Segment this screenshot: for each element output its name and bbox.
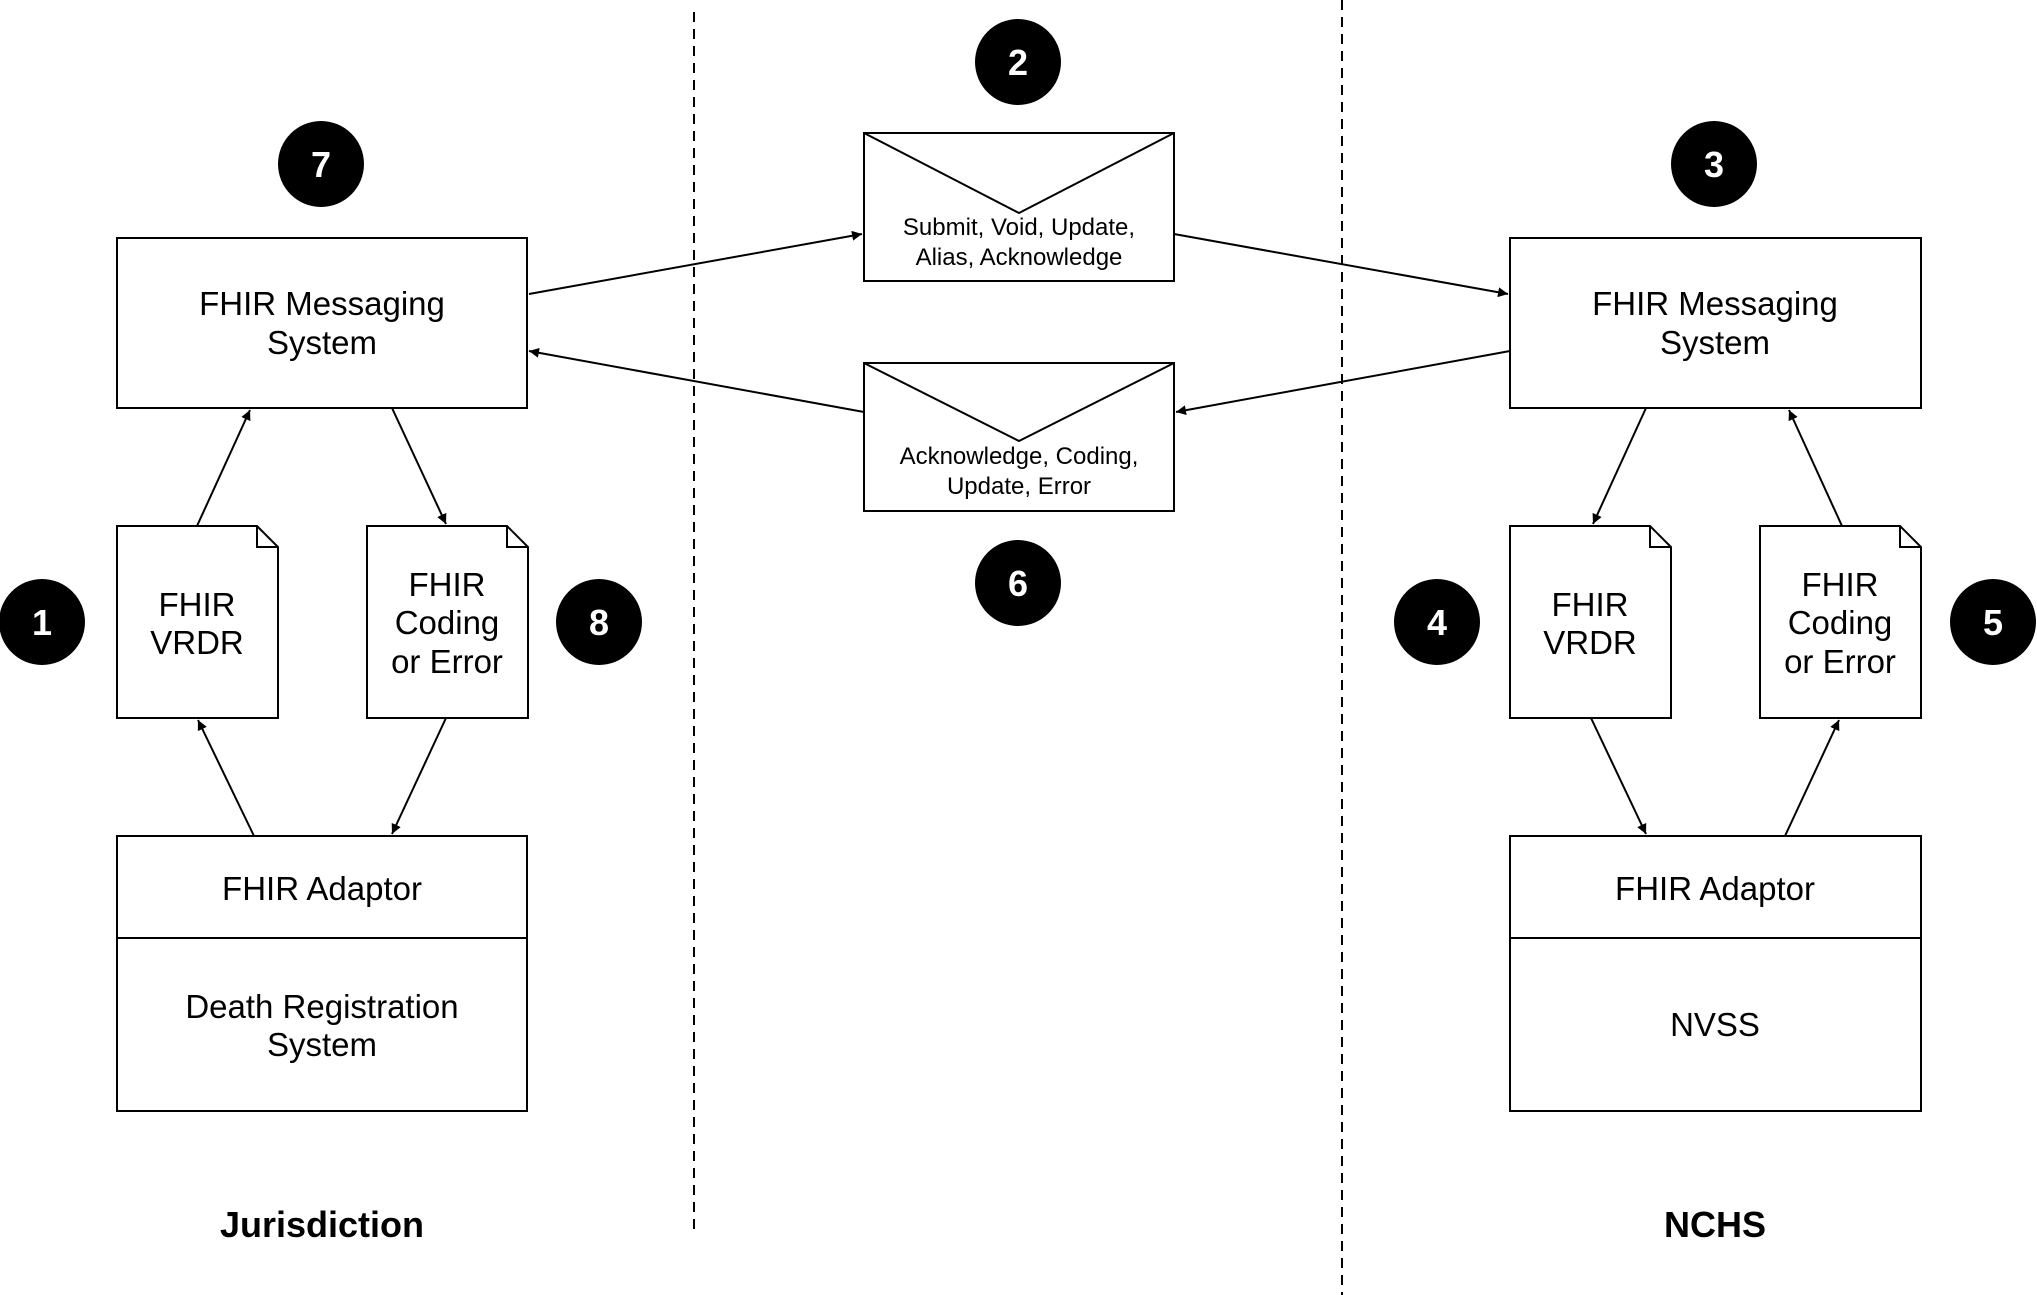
arrow-coding-to-adaptor	[391, 717, 447, 835]
outgoing-message-line2: Alias, Acknowledge	[916, 244, 1123, 271]
jurisdiction-backend-line1: Death Registration	[185, 988, 458, 1025]
jurisdiction-vrdr-document: FHIR VRDR	[116, 525, 279, 719]
arrow-outgoing-to-nchs	[1173, 233, 1509, 298]
jurisdiction-adaptor-stack: FHIR Adaptor Death Registration System	[116, 835, 528, 1112]
step-badge-6: 6	[975, 540, 1061, 626]
svg-text:7: 7	[311, 144, 331, 185]
nchs-coding-line2: Coding	[1788, 604, 1893, 641]
arrow-nchs-to-incoming	[1175, 350, 1511, 416]
nchs-messaging-system: FHIR Messaging System	[1509, 237, 1922, 409]
svg-text:6: 6	[1008, 563, 1028, 604]
jurisdiction-messaging-system: FHIR Messaging System	[116, 237, 528, 409]
step-badge-1: 1	[0, 579, 85, 665]
jurisdiction-messaging-line1: FHIR Messaging	[199, 285, 445, 322]
nchs-label: NCHS	[1664, 1204, 1766, 1245]
arrow-messaging-to-nchs-vrdr	[1592, 407, 1647, 525]
incoming-message-line1: Acknowledge, Coding,	[900, 443, 1139, 470]
incoming-message-envelope: Acknowledge, Coding, Update, Error	[863, 362, 1175, 512]
nchs-backend-label: NVSS	[1670, 1006, 1760, 1043]
nchs-adaptor-label: FHIR Adaptor	[1615, 870, 1815, 907]
jurisdiction-label: Jurisdiction	[220, 1204, 424, 1245]
svg-text:2: 2	[1008, 42, 1028, 83]
nchs-vrdr-line2: VRDR	[1543, 624, 1637, 661]
svg-text:4: 4	[1427, 602, 1447, 643]
nchs-adaptor-stack: FHIR Adaptor NVSS	[1509, 835, 1922, 1112]
step-badge-8: 8	[556, 579, 642, 665]
nchs-coding-line3: or Error	[1784, 643, 1896, 680]
nchs-coding-document: FHIR Coding or Error	[1759, 525, 1922, 719]
step-badge-7: 7	[278, 121, 364, 207]
nchs-vrdr-line1: FHIR	[1552, 586, 1629, 623]
jurisdiction-coding-line1: FHIR	[409, 566, 486, 603]
outgoing-message-envelope: Submit, Void, Update, Alias, Acknowledge	[863, 132, 1175, 282]
arrow-incoming-to-jurisdiction	[528, 347, 865, 413]
outgoing-message-line1: Submit, Void, Update,	[903, 214, 1135, 241]
svg-text:1: 1	[32, 602, 52, 643]
jurisdiction-coding-line2: Coding	[395, 604, 500, 641]
jurisdiction-coding-line3: or Error	[391, 643, 503, 680]
svg-text:3: 3	[1704, 144, 1724, 185]
step-badge-5: 5	[1950, 579, 2036, 665]
jurisdiction-messaging-line2: System	[267, 324, 377, 361]
svg-text:8: 8	[589, 602, 609, 643]
step-badge-2: 2	[975, 19, 1061, 105]
arrow-nchs-vrdr-to-adaptor	[1590, 717, 1647, 835]
nchs-coding-line1: FHIR	[1802, 566, 1879, 603]
svg-text:5: 5	[1983, 602, 2003, 643]
nchs-messaging-line2: System	[1660, 324, 1770, 361]
arrow-jurisdiction-to-outgoing	[528, 230, 863, 295]
step-badge-3: 3	[1671, 121, 1757, 207]
step-badge-4: 4	[1394, 579, 1480, 665]
nchs-messaging-line1: FHIR Messaging	[1592, 285, 1838, 322]
arrow-messaging-to-coding	[391, 407, 447, 525]
jurisdiction-adaptor-label: FHIR Adaptor	[222, 870, 422, 907]
incoming-message-line2: Update, Error	[947, 473, 1091, 500]
jurisdiction-vrdr-line1: FHIR	[159, 586, 236, 623]
arrow-adaptor-to-vrdr	[197, 719, 255, 837]
jurisdiction-vrdr-line2: VRDR	[150, 624, 244, 661]
nchs-vrdr-document: FHIR VRDR	[1509, 525, 1672, 719]
arrow-vrdr-to-messaging	[196, 409, 251, 527]
jurisdiction-backend-line2: System	[267, 1026, 377, 1063]
jurisdiction-coding-document: FHIR Coding or Error	[366, 525, 529, 719]
arrow-adaptor-to-nchs-coding	[1784, 719, 1840, 837]
arrow-nchs-coding-to-messaging	[1788, 409, 1843, 527]
